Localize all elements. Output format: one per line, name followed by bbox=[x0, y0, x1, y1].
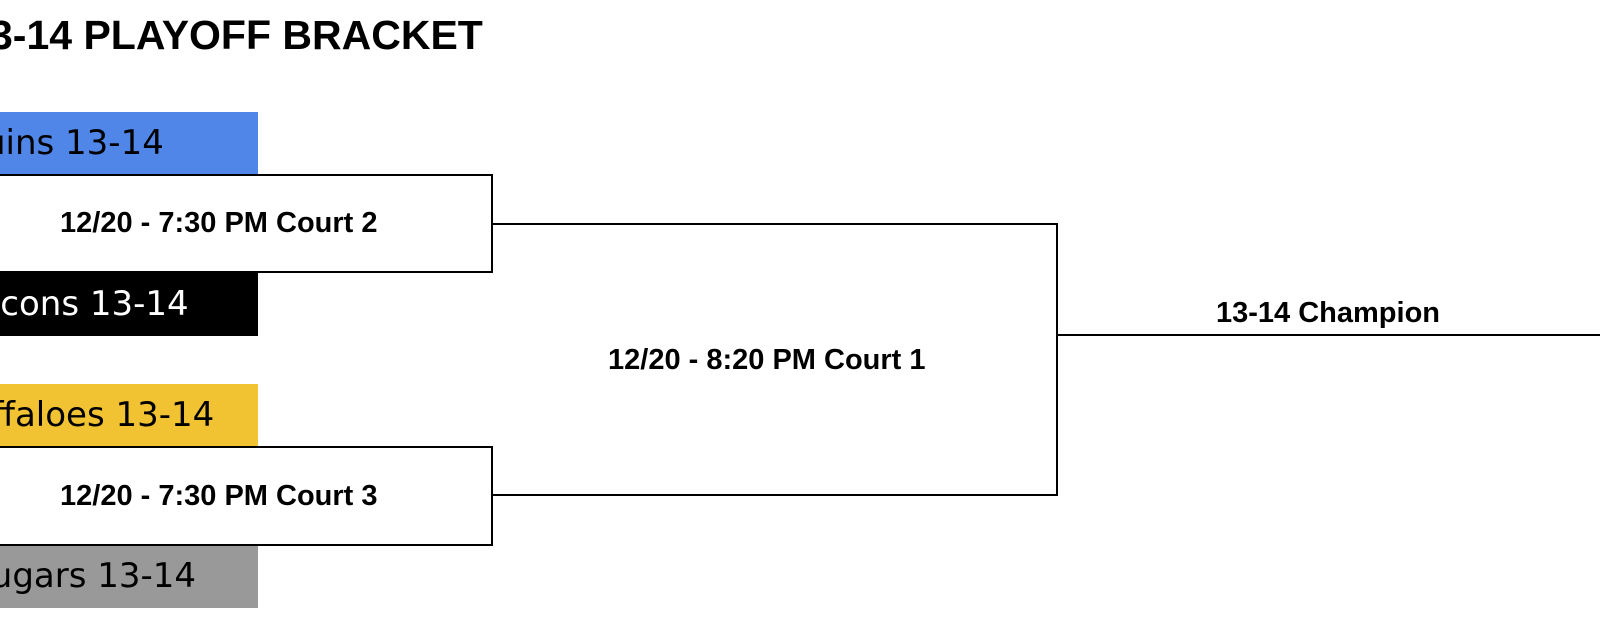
champion-label: 13-14 Champion bbox=[1216, 297, 1440, 329]
bracket-title: 3-14 PLAYOFF BRACKET bbox=[0, 12, 483, 58]
team-name: alcons 13-14 bbox=[0, 284, 189, 324]
semifinal-2-game-box: 12/20 - 7:30 PM Court 3 bbox=[0, 446, 493, 546]
semifinal-1-connector bbox=[490, 223, 1058, 225]
team-name: uffaloes 13-14 bbox=[0, 395, 215, 435]
semifinal-2-schedule: 12/20 - 7:30 PM Court 3 bbox=[60, 479, 378, 512]
team-slot-2: alcons 13-14 bbox=[0, 273, 258, 336]
team-name: ougars 13-14 bbox=[0, 556, 197, 596]
champion-line bbox=[1056, 334, 1600, 336]
final-schedule: 12/20 - 8:20 PM Court 1 bbox=[608, 344, 926, 376]
team-slot-3: uffaloes 13-14 bbox=[0, 384, 258, 447]
team-slot-1: ruins 13-14 bbox=[0, 112, 258, 175]
semifinal-1-game-box: 12/20 - 7:30 PM Court 2 bbox=[0, 174, 493, 273]
team-slot-4: ougars 13-14 bbox=[0, 545, 258, 608]
final-bracket-vertical bbox=[1056, 223, 1058, 496]
semifinal-1-schedule: 12/20 - 7:30 PM Court 2 bbox=[60, 207, 378, 239]
team-name: ruins 13-14 bbox=[0, 123, 164, 163]
semifinal-2-connector bbox=[490, 494, 1058, 496]
